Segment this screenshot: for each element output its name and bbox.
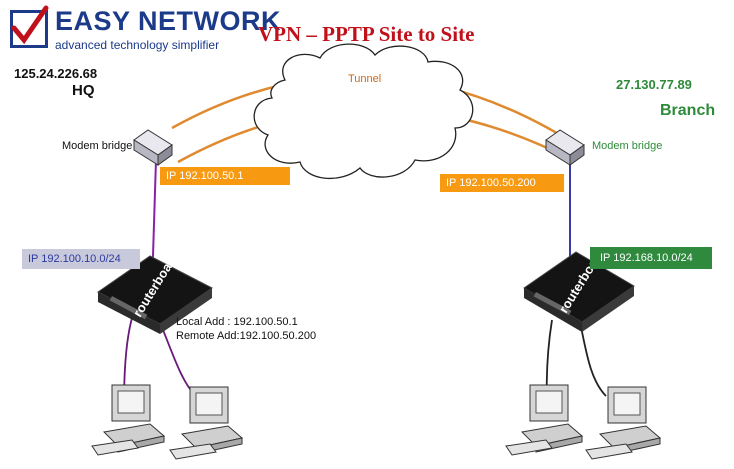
hq-wan-ip: IP 192.100.50.1 <box>160 167 290 185</box>
branch-lan-link-2 <box>579 321 607 397</box>
diagram-title: VPN – PPTP Site to Site <box>258 22 475 46</box>
vpn-local-address: Local Add : 192.100.50.1 <box>176 316 298 328</box>
branch-public-ip: 27.130.77.89 <box>616 77 692 92</box>
branch-modem <box>545 129 585 166</box>
branch-lan-subnet: IP 192.168.10.0/24 <box>590 247 712 269</box>
branch-modem-label: Modem bridge <box>592 140 663 152</box>
vpn-remote-address: Remote Add:192.100.50.200 <box>176 330 317 342</box>
tunnel-label: Tunnel <box>348 73 382 85</box>
branch-router <box>523 251 635 332</box>
hq-modem <box>133 129 173 166</box>
hq-public-ip: 125.24.226.68 <box>14 66 98 81</box>
logo-tagline: advanced technology simplifier <box>55 38 220 52</box>
branch-computer-1 <box>505 384 584 456</box>
branch-wan-ip: IP 192.100.50.200 <box>440 174 564 192</box>
internet-cloud <box>253 43 474 180</box>
branch-label: Branch <box>660 102 716 119</box>
hq-modem-label: Modem bridge <box>62 140 133 152</box>
branch-computer-2 <box>585 386 662 460</box>
hq-computer-2 <box>169 386 244 460</box>
logo-title: EASY NETWORK <box>55 6 282 36</box>
hq-lan-subnet: IP 192.100.10.0/24 <box>22 249 140 269</box>
hq-label: HQ <box>72 82 95 99</box>
hq-computer-1 <box>91 384 166 456</box>
logo-check <box>11 5 49 45</box>
